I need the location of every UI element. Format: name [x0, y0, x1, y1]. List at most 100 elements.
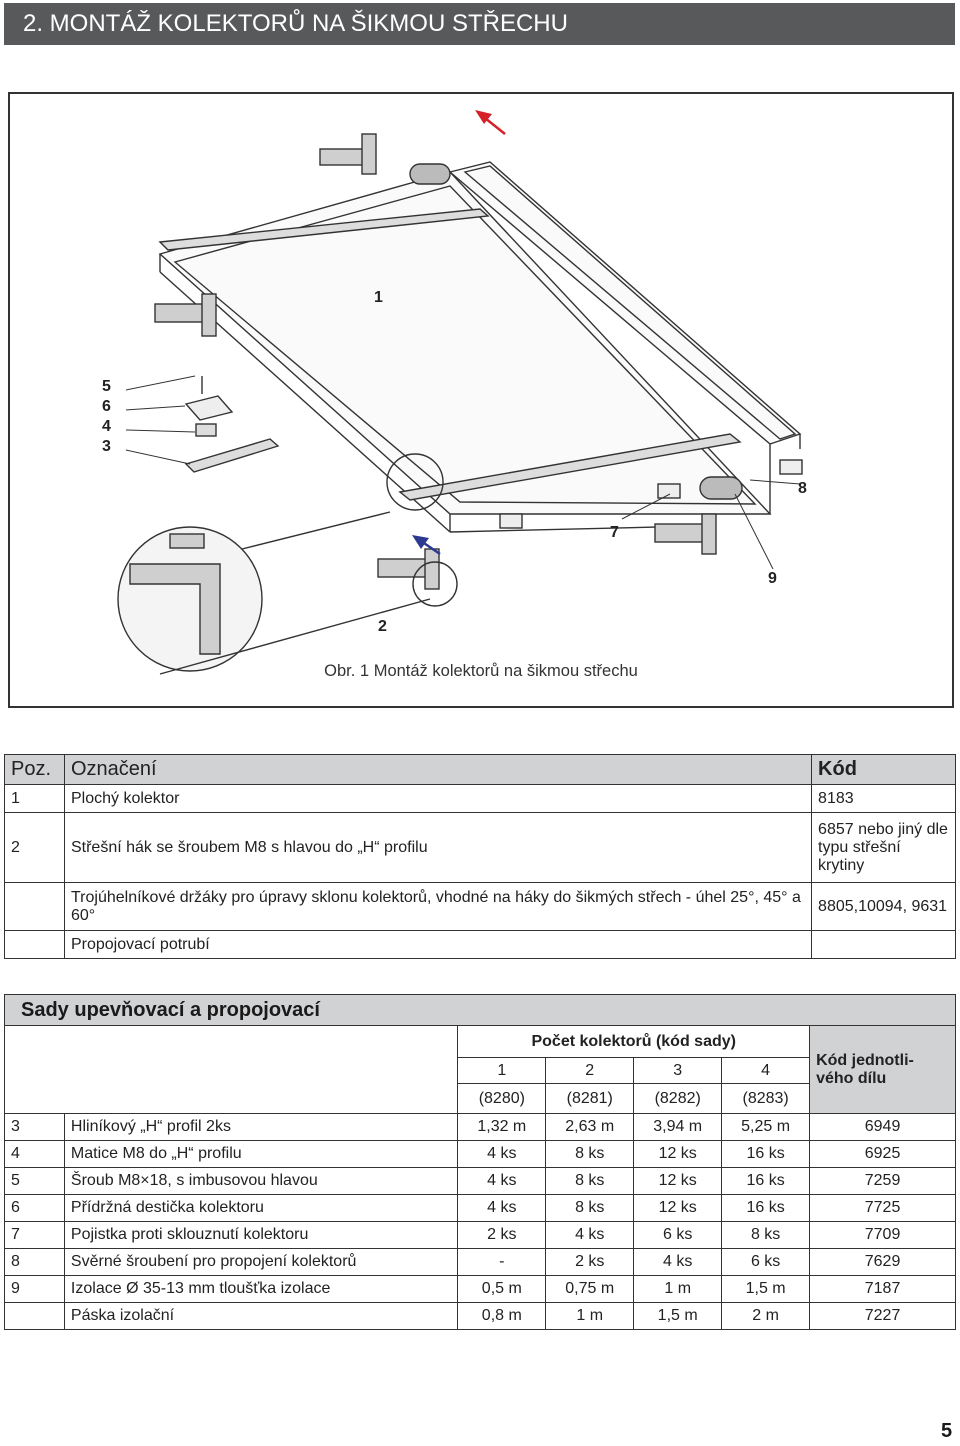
row-qty-1: 4 ks: [457, 1167, 547, 1195]
header-name: Označení: [63, 754, 813, 785]
row-pos: 1: [4, 784, 65, 813]
kits-group-header-row: Počet kolektorů (kód sady) Kód jednotli-…: [3, 1025, 956, 1114]
row-qty-3: 6 ks: [633, 1221, 723, 1249]
kits-section-title: Sady upevňovací a propojovací: [4, 994, 956, 1026]
count-4: 4: [721, 1057, 811, 1084]
row-qty-2: 8 ks: [545, 1167, 635, 1195]
row-qty-1: 0,8 m: [457, 1302, 547, 1330]
row-pos: 7: [4, 1221, 65, 1249]
row-name: Pojistka proti sklouznutí kolektoru: [63, 1221, 459, 1249]
row-pos: 8: [4, 1248, 65, 1276]
count-1: 1: [457, 1057, 547, 1084]
callout-9: 9: [768, 570, 777, 587]
row-name: Hliníkový „H“ profil 2ks: [63, 1113, 459, 1141]
row-name: Izolace Ø 35-13 mm tloušťka izolace: [63, 1275, 459, 1303]
callout-3: 3: [102, 438, 111, 455]
count-2: 2: [545, 1057, 635, 1084]
callout-4: 4: [102, 418, 111, 435]
kit-code-4: (8283): [721, 1083, 811, 1114]
row-qty-3: 12 ks: [633, 1194, 723, 1222]
row-code: 7187: [809, 1275, 956, 1303]
row-name: Páska izolační: [63, 1302, 459, 1330]
table-row: Propojovací potrubí: [4, 930, 956, 959]
row-qty-2: 0,75 m: [545, 1275, 635, 1303]
part-code-header: Kód jednotli-vého dílu: [809, 1025, 956, 1114]
row-code: 6949: [809, 1113, 956, 1141]
row-qty-4: 16 ks: [721, 1194, 811, 1222]
row-qty-2: 4 ks: [545, 1221, 635, 1249]
row-code: [811, 930, 956, 959]
table-row: 4 Matice M8 do „H“ profilu 4 ks 8 ks 12 …: [4, 1140, 956, 1168]
row-qty-3: 1 m: [633, 1275, 723, 1303]
table-row: 6 Přídržná destička kolektoru 4 ks 8 ks …: [4, 1194, 956, 1222]
table-row: 7 Pojistka proti sklouznutí kolektoru 2 …: [4, 1221, 956, 1249]
row-code: 7259: [809, 1167, 956, 1195]
row-qty-1: 4 ks: [457, 1140, 547, 1168]
kit-code-1: (8280): [457, 1083, 547, 1114]
table-row: 9 Izolace Ø 35-13 mm tloušťka izolace 0,…: [4, 1275, 956, 1303]
roof-hook-right: [654, 513, 717, 555]
slide-lock-2: [499, 513, 523, 529]
kits-blank-header: [3, 1025, 459, 1114]
row-name: Přídržná destička kolektoru: [63, 1194, 459, 1222]
row-qty-3: 1,5 m: [633, 1302, 723, 1330]
row-qty-1: 0,5 m: [457, 1275, 547, 1303]
callout-8: 8: [798, 480, 807, 497]
installation-figure: 1 5 6 4 3 8 7 9 2 Obr. 1 Montáž kolektor…: [8, 92, 954, 708]
table-row: 5 Šroub M8×18, s imbusovou hlavou 4 ks 8…: [4, 1167, 956, 1195]
section-header: 2. MONTÁŽ KOLEKTORŮ NA ŠIKMOU STŘECHU: [4, 3, 955, 45]
row-qty-4: 16 ks: [721, 1167, 811, 1195]
kit-code-2: (8281): [545, 1083, 635, 1114]
row-qty-4: 5,25 m: [721, 1113, 811, 1141]
installation-diagram: [117, 110, 803, 675]
callout-5: 5: [102, 378, 111, 395]
parts-table: Poz. Označení Kód 1 Plochý kolektor 8183…: [4, 754, 956, 959]
roof-hook-top: [319, 133, 377, 175]
h-profile-rail-top: [158, 208, 490, 251]
row-name: Svěrné šroubení pro propojení kolektorů: [63, 1248, 459, 1276]
row-qty-3: 12 ks: [633, 1140, 723, 1168]
table-row: 3 Hliníkový „H“ profil 2ks 1,32 m 2,63 m…: [4, 1113, 956, 1141]
row-name: Střešní hák se šroubem M8 s hlavou do „H…: [63, 812, 813, 883]
direction-arrow-blue: [412, 535, 441, 556]
row-qty-1: 4 ks: [457, 1194, 547, 1222]
kits-group-header: Počet kolektorů (kód sady): [457, 1025, 811, 1058]
count-3: 3: [633, 1057, 723, 1084]
row-qty-2: 2 ks: [545, 1248, 635, 1276]
row-pos: 9: [4, 1275, 65, 1303]
large-detail-hook: [129, 533, 221, 655]
slide-lock-3: [779, 459, 803, 475]
row-qty-2: 8 ks: [545, 1140, 635, 1168]
table-row: Páska izolační 0,8 m 1 m 1,5 m 2 m 7227: [4, 1302, 956, 1330]
row-qty-4: 6 ks: [721, 1248, 811, 1276]
kits-table: Počet kolektorů (kód sady) Kód jednotli-…: [3, 1025, 956, 1330]
row-name: Matice M8 do „H“ profilu: [63, 1140, 459, 1168]
section-title: 2. MONTÁŽ KOLEKTORŮ NA ŠIKMOU STŘECHU: [23, 10, 568, 37]
figure-caption: Obr. 1 Montáž kolektorů na šikmou střech…: [324, 662, 638, 680]
kits-count-row: 1 2 3 4: [5, 1057, 956, 1084]
row-code: 6925: [809, 1140, 956, 1168]
parts-table-header: Poz. Označení Kód: [4, 754, 956, 785]
row-pos: [4, 1302, 65, 1330]
row-code: 7629: [809, 1248, 956, 1276]
row-code: 7709: [809, 1221, 956, 1249]
roof-hook-bottom: [377, 548, 440, 590]
row-qty-3: 4 ks: [633, 1248, 723, 1276]
direction-arrow-red: [475, 110, 506, 135]
header-pos: Poz.: [4, 754, 65, 785]
row-qty-1: -: [457, 1248, 547, 1276]
row-pos: 2: [4, 812, 65, 883]
detail-circle-large: [117, 526, 263, 672]
row-qty-2: 1 m: [545, 1302, 635, 1330]
header-code: Kód: [811, 754, 956, 785]
row-qty-1: 2 ks: [457, 1221, 547, 1249]
row-pos: [4, 882, 65, 931]
row-qty-4: 16 ks: [721, 1140, 811, 1168]
table-row: 1 Plochý kolektor 8183: [4, 784, 956, 813]
h-profile-rail-bottom: [398, 433, 742, 501]
row-code: 8805,10094, 9631: [811, 882, 956, 931]
table-row: 2 Střešní hák se šroubem M8 s hlavou do …: [4, 812, 956, 883]
callout-6: 6: [102, 398, 111, 415]
kit-code-3: (8282): [633, 1083, 723, 1114]
slide-lock-1: [657, 483, 681, 499]
